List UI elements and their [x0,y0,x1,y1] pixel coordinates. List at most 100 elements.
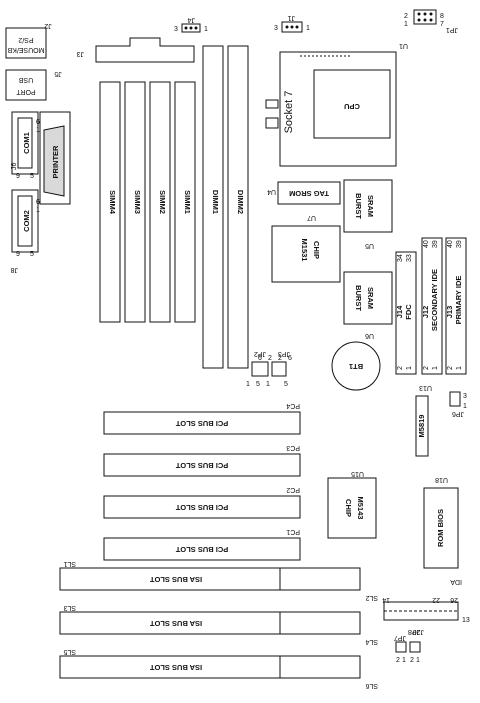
fdc-connector [395,251,417,375]
u1-label: U1 [399,42,408,49]
printer-body [43,125,65,197]
jp8-pin2: 2 [410,657,414,664]
chip-m1531-label-2: M1531 [300,239,309,262]
primary-ide-connector [445,237,467,375]
jp1-pin [423,12,427,16]
burst-sram-lower [343,271,393,325]
j1-pin3: 3 [274,25,278,32]
secondary-ide-label: SECONDARY IDE [430,269,439,331]
m5819-chip [415,395,429,457]
u4-label: U4 [267,188,276,195]
simm4-slot [99,81,121,323]
jp8-pin1: 1 [416,657,420,664]
j4-pin [194,26,198,30]
sl4-label: SL4 [365,638,378,645]
jp1-label: JP1 [446,26,458,33]
burst-sram-upper-label-2: SRAM [366,195,375,217]
com1-pin6: 6 [36,119,40,126]
jp3-pin5: 5 [284,381,288,388]
ps2-connector [5,27,47,59]
dimm1-label: DIMM1 [211,190,220,214]
j4-pin3: 3 [174,26,178,33]
u13-label: U13 [419,384,432,391]
jp3-pin1: 1 [266,381,270,388]
jp3-pin2: 2 [278,355,282,362]
j1-pin [290,25,294,29]
fdc-pin1: 1 [406,366,413,370]
jp2-pin2: 2 [268,355,272,362]
chip-m5143 [327,477,377,539]
jp1-pin1: 1 [404,21,408,28]
simm4-label: SIMM4 [108,190,117,215]
usb-label: USB [18,76,33,83]
jp3-label: JP3 [278,350,290,357]
simm3-label: SIMM3 [133,190,142,214]
com1-pin1: 1 [36,127,40,134]
j1-pin1: 1 [306,25,310,32]
j20-pin14: 14 [382,596,390,603]
jp1-pin7: 7 [440,21,444,28]
jp3-pin6: 6 [288,355,292,362]
j4-pin [189,26,193,30]
jp2-jumper [251,361,269,377]
simm2-slot [149,81,171,323]
chip-m5143-label-1: CHIP [344,499,353,517]
cpu-chip [313,69,391,139]
jp1-pin [429,12,433,16]
jp1-jumper-block [413,9,437,25]
j5-label: J5 [54,70,62,77]
simm1-slot [174,81,196,323]
jp1-pin [417,12,421,16]
burst-sram-upper-label-1: BURST [354,193,363,219]
j12-label: J12 [421,306,430,319]
cpu-label: CPU [344,102,360,111]
sec-ide-pin40: 40 [423,240,430,248]
jp7-jumper [395,641,407,653]
pci-slot-4-label: PCI BUS SLOT [175,419,228,428]
printer-label: PRINTER [51,145,60,179]
pci-slot-3-label: PCI BUS SLOT [175,461,228,470]
burst-sram-lower-label-1: BURST [354,285,363,311]
isa-slot-5 [59,655,361,679]
pci-slot-2-label: PCI BUS SLOT [175,503,228,512]
fdc-pin33: 33 [406,254,413,262]
jp1-pin [423,18,427,22]
jp8-jumper [409,641,421,653]
j6-pin5: 5 [30,173,34,180]
j4-pin [184,26,188,30]
jp6-pin1: 1 [463,403,467,410]
jp2-label: JP2 [254,350,266,357]
sl5-label: SL5 [63,648,76,655]
sl3-label: SL3 [63,604,76,611]
tag-srom-chip [277,181,341,205]
isa-slot-3 [59,611,361,635]
fdc-pin2: 2 [397,366,404,370]
pc2-label: PC2 [286,486,300,493]
usb-port-connector [5,69,47,101]
j20-pin13: 13 [462,617,470,624]
jp6-pin3: 3 [463,393,467,400]
isa-slot-1 [59,567,361,591]
jp7-label: JP7 [394,634,406,641]
chip-m1531 [271,225,341,283]
jp1-pin2: 2 [404,13,408,20]
j8-label: J8 [11,266,19,273]
jp1-pin [417,18,421,22]
pci-slot-2 [103,495,301,519]
jp3-jumper [271,361,287,377]
j20-pin22: 22 [432,596,440,603]
jp6-jumper [449,391,461,407]
j3-label: J3 [77,50,85,57]
jp1-pin8: 8 [440,13,444,20]
fdc-pin34: 34 [397,254,404,262]
jp1-pin [429,18,433,22]
m5819-label: M5819 [417,415,426,438]
j1-pin [285,25,289,29]
j14-label: J14 [395,305,404,318]
dimm2-slot [227,45,249,369]
pci-slot-1-label: PCI BUS SLOT [175,545,228,554]
j4-label: J4 [188,16,196,23]
burst-sram-lower-label-2: SRAM [366,287,375,309]
ps2-label: PS/2 [18,36,33,43]
